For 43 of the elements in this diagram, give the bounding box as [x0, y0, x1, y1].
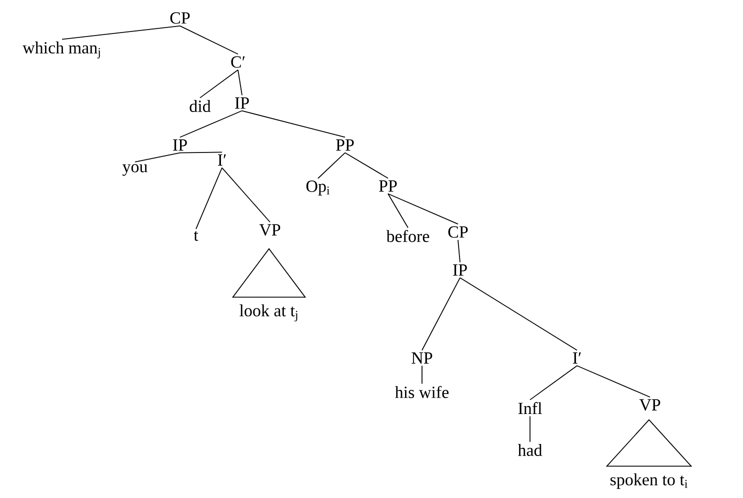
- branch-line: [196, 167, 222, 230]
- tree-label: look at t$_{j}$: [240, 304, 298, 322]
- branch-line: [318, 152, 346, 179]
- branch-line: [344, 152, 388, 179]
- tree-label: IP: [235, 97, 249, 109]
- tree-label: CP: [170, 12, 190, 24]
- tree-label: I′: [218, 154, 226, 166]
- branch-line: [62, 25, 180, 40]
- tree-label: VP: [259, 224, 280, 236]
- branch-line: [388, 193, 408, 228]
- tree-label: IP: [173, 139, 187, 151]
- tree-label: CP: [448, 226, 468, 238]
- branch-line: [238, 69, 242, 96]
- branch-line: [530, 365, 578, 400]
- tree-label: his wife: [395, 386, 449, 398]
- branch-line: [180, 152, 222, 154]
- branch-line: [576, 365, 650, 398]
- tree-label: t: [194, 231, 198, 241]
- branch-line: [460, 277, 578, 351]
- branch-line: [242, 110, 346, 138]
- tree-label: before: [386, 230, 430, 242]
- tree-label: PP: [336, 139, 354, 151]
- branch-line: [422, 277, 460, 351]
- tree-label: NP: [412, 352, 432, 364]
- branch-line: [180, 25, 238, 55]
- tree-label: had: [518, 444, 542, 456]
- branch-line: [222, 167, 270, 223]
- tree-label: Infl: [518, 402, 542, 414]
- tree-label: PP: [379, 180, 397, 192]
- branch-line: [134, 152, 180, 162]
- tree-label: IP: [453, 264, 467, 276]
- tree-label: C′: [231, 56, 245, 68]
- tree-label: VP: [639, 399, 660, 411]
- tree-label: Op$_{i}$: [306, 180, 330, 196]
- branch-line: [388, 193, 458, 225]
- branch-line: [458, 239, 460, 263]
- tree-label: did: [190, 100, 211, 112]
- tree-label: you: [122, 164, 148, 176]
- branch-line: [180, 110, 242, 138]
- tree-label: spoken to t$_{i}$: [610, 473, 688, 489]
- tree-label: which man$_{j}$: [22, 42, 100, 58]
- tree-label: I′: [572, 352, 581, 364]
- branch-line: [200, 69, 238, 98]
